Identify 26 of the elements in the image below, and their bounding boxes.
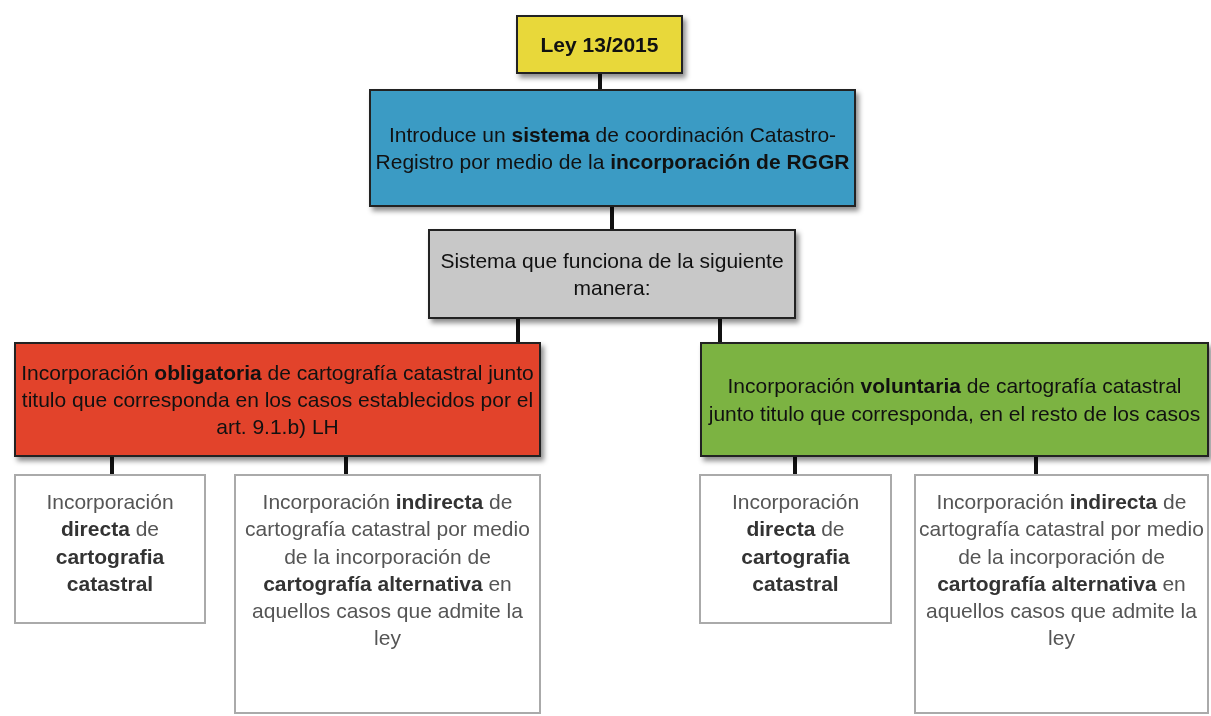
node-text: Introduce un sistema de coordinación Catastro-Registro por medio de la incorporación de RGGR: [374, 121, 851, 175]
process-box: [14, 342, 541, 457]
connector-line: [610, 207, 614, 229]
node-text: Incorporación indirecta de cartografía catastral por medio de la incorporación de cartografía alternativa en aquellos casos que admite la ley: [244, 489, 531, 652]
text-box: [234, 474, 541, 714]
node-text: Incorporación obligatoria de cartografía catastral junto titulo que corresponda en los casos establecidos por el art. 9.1.b) LH: [20, 359, 535, 441]
connector-line: [516, 319, 520, 342]
process-box: [700, 342, 1209, 457]
node-text: Incorporación indirecta de cartografía catastral por medio de la incorporación de cartografía alternativa en aquellos casos que admite la ley: [918, 489, 1205, 652]
title-box: [516, 15, 683, 74]
connector-line: [344, 457, 348, 474]
node-text: Sistema que funciona de la siguiente manera:: [439, 247, 785, 301]
connector-line: [718, 319, 722, 342]
process-box: [428, 229, 796, 319]
text-box: [914, 474, 1209, 714]
text-box: [699, 474, 892, 624]
connector-line: [598, 74, 602, 89]
node-text: Incorporación directa de cartografia catastral: [45, 489, 175, 597]
connector-line: [793, 457, 797, 474]
text-box: [14, 474, 206, 624]
process-box: [369, 89, 856, 207]
node-text: Incorporación voluntaria de cartografía catastral junto titulo que corresponda, en el resto de los casos: [707, 373, 1202, 427]
node-text: Incorporación directa de cartografia catastral: [730, 489, 861, 597]
node-text: Ley 13/2015: [540, 31, 659, 58]
connector-line: [110, 457, 114, 474]
connector-line: [1034, 457, 1038, 474]
